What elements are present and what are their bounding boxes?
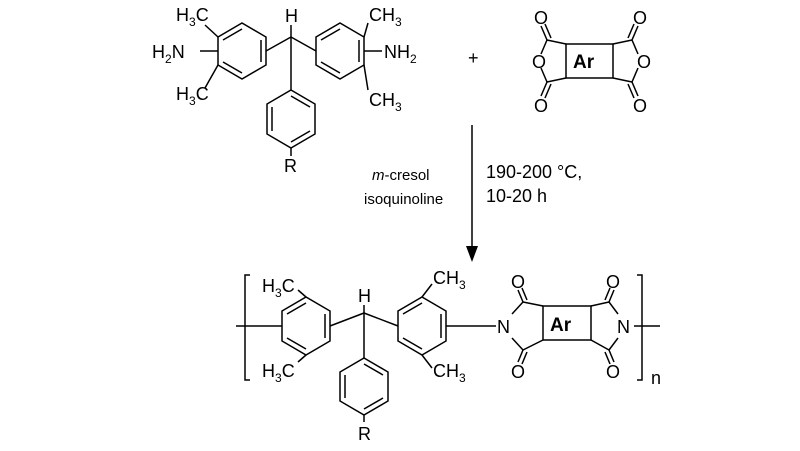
dianhydride-oxygen: O [633, 8, 647, 28]
polymer-core-label: Ar [550, 315, 572, 336]
diamine-methyl-top-left: H3C [176, 5, 209, 29]
diamine-amine-left: H2N [152, 42, 185, 66]
polymer-oxygen: O [511, 362, 525, 382]
plus-sign: + [468, 48, 479, 68]
diamine-bridge-h: H [285, 6, 298, 26]
left-bracket [244, 274, 250, 381]
diamine-monomer: H3C CH3 H2N NH2 H3C CH3 H R [152, 5, 417, 176]
diamine-methyl-bottom-left: H3C [176, 84, 209, 108]
polymer-methyl-bottom-right: CH3 [433, 361, 466, 385]
diamine-right-ring [315, 22, 365, 80]
polymer-left-ring [281, 296, 331, 356]
diamine-substituent-r: R [284, 156, 297, 176]
polyimide-product: H3C CH3 H3C CH3 H R N N Ar O O O O n [236, 268, 661, 444]
repeat-unit-n: n [651, 368, 661, 388]
polymer-right-ring [397, 296, 447, 356]
polymer-bridge-h: H [358, 286, 371, 306]
condition-solvent: m-cresol [372, 167, 430, 184]
dianhydride-core-box [565, 43, 614, 79]
polymer-imide-n-left: N [497, 317, 510, 337]
dianhydride-oxygen: O [532, 52, 546, 72]
diamine-amine-right: NH2 [384, 42, 417, 66]
diamine-methyl-bottom-right: CH3 [369, 90, 402, 114]
polymer-pendant-ring [339, 357, 389, 416]
dianhydride-oxygen: O [534, 96, 548, 116]
condition-temperature: 190-200 °C, [486, 162, 582, 182]
diamine-methyl-top-right: CH3 [369, 5, 402, 29]
reaction-arrow [466, 125, 478, 262]
dianhydride-oxygen: O [637, 52, 651, 72]
polymer-substituent-r: R [358, 424, 371, 444]
polymer-core-box [542, 305, 592, 341]
condition-time: 10-20 h [486, 186, 547, 206]
diamine-left-ring [217, 22, 267, 80]
arrow-head [466, 246, 478, 262]
dianhydride-monomer: Ar O O O O O O [532, 8, 651, 116]
polymer-oxygen: O [606, 272, 620, 292]
polymer-methyl-top-left: H3C [262, 276, 295, 300]
condition-catalyst: isoquinoline [364, 191, 443, 208]
dianhydride-oxygen: O [534, 8, 548, 28]
polymer-methyl-top-right: CH3 [433, 268, 466, 292]
right-bracket [637, 274, 643, 381]
diamine-pendant-ring [266, 89, 316, 149]
polymer-oxygen: O [606, 362, 620, 382]
dianhydride-core-label: Ar [573, 52, 595, 73]
polymer-oxygen: O [511, 272, 525, 292]
dianhydride-oxygen: O [633, 96, 647, 116]
polymer-imide-n-right: N [617, 317, 630, 337]
polymer-methyl-bottom-left: H3C [262, 361, 295, 385]
